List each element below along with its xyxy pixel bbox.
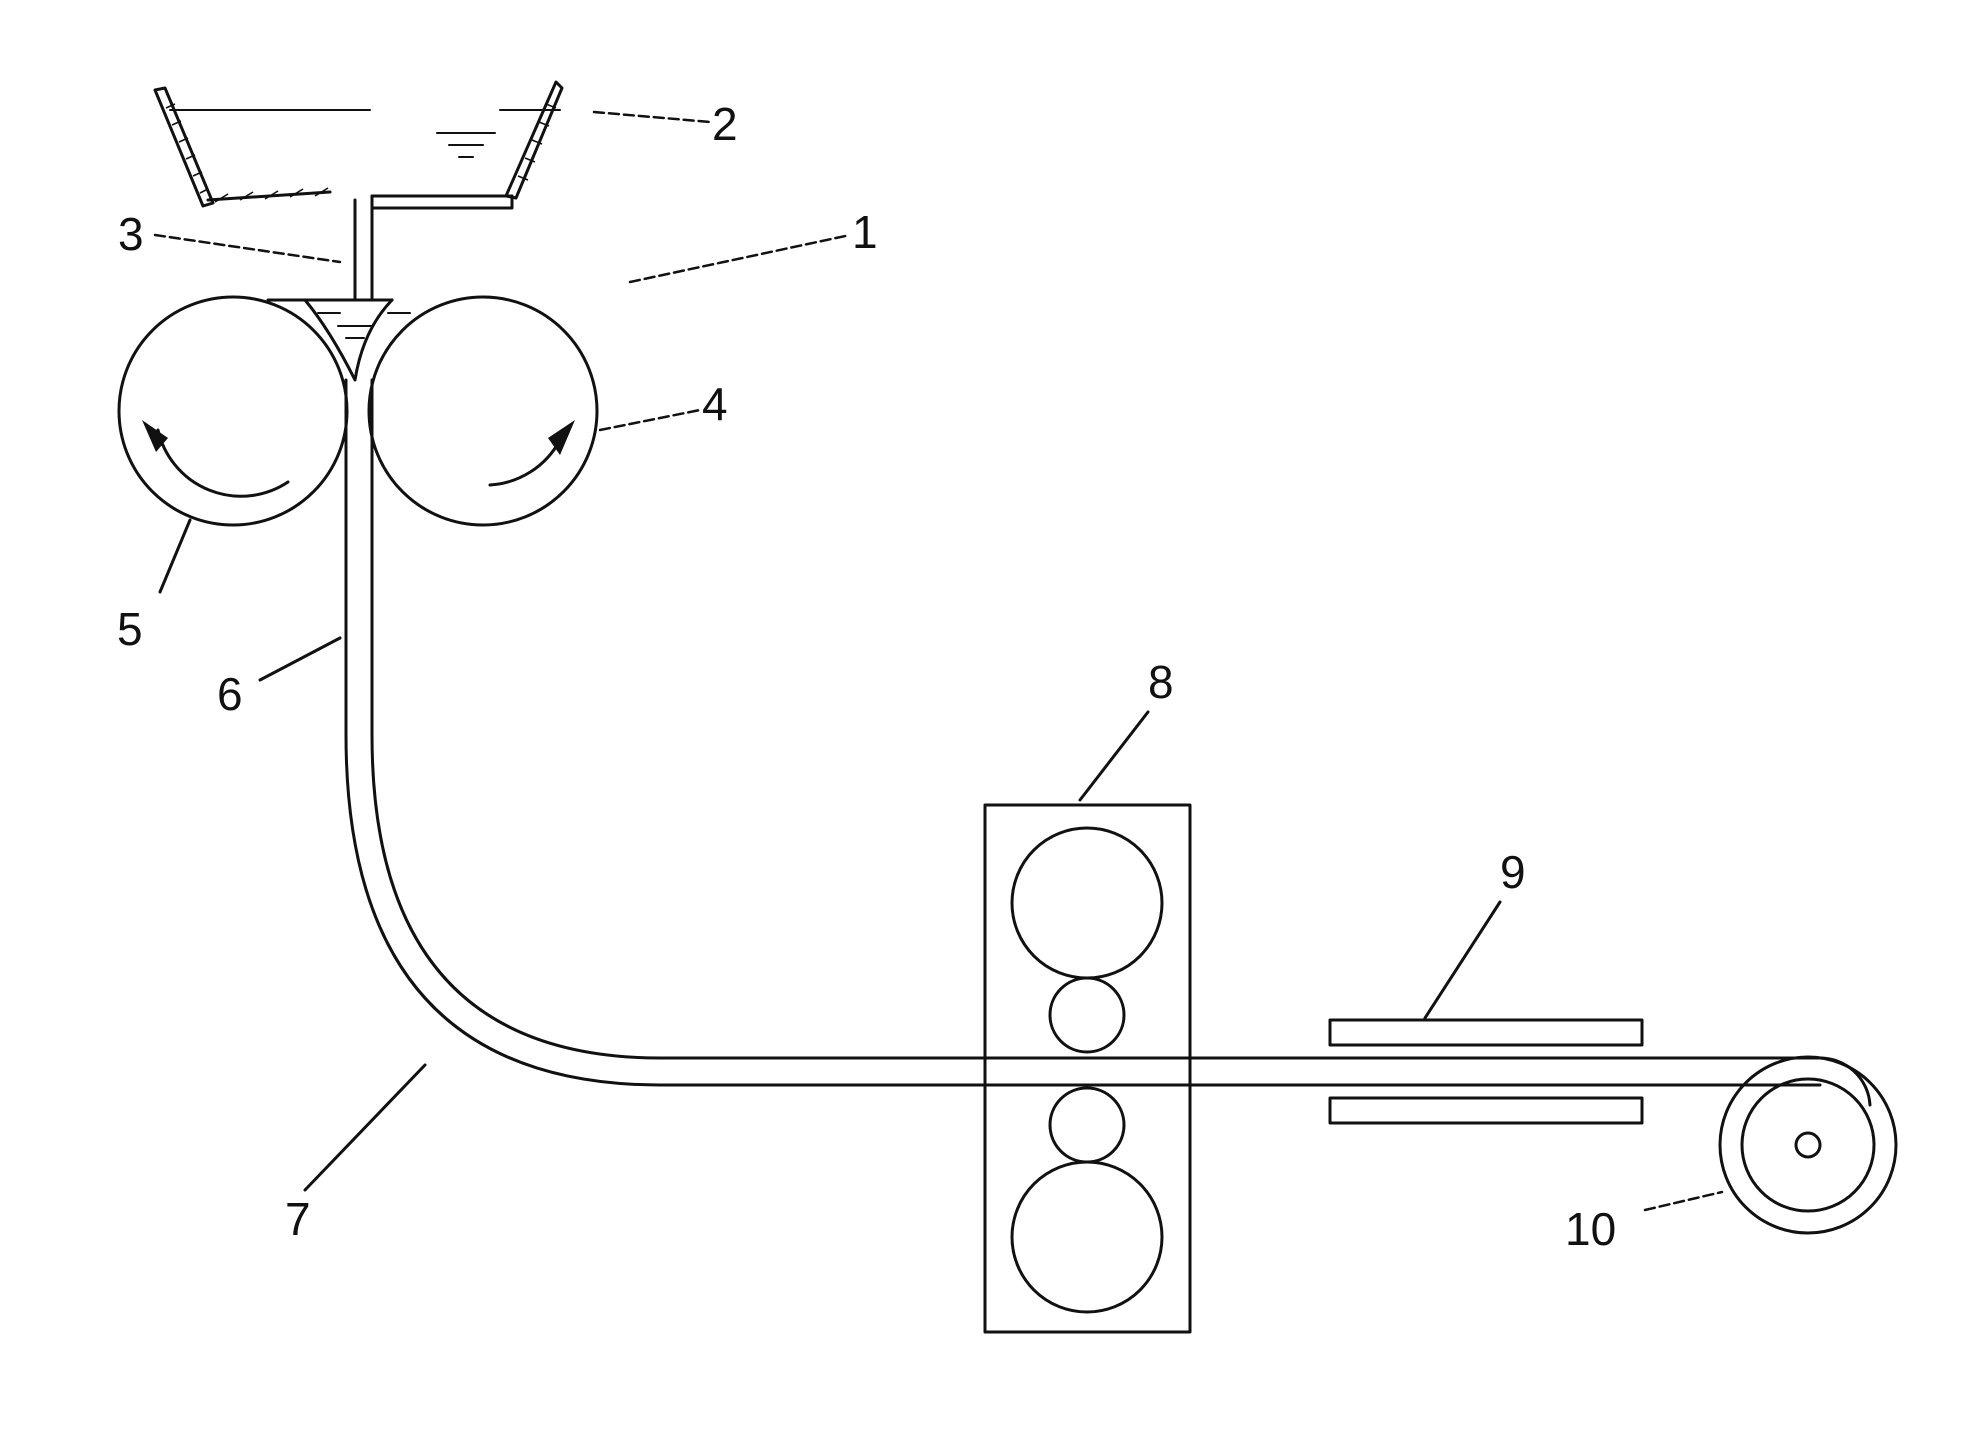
label-10: 10 [1565,1203,1616,1255]
label-8: 8 [1148,656,1174,708]
tundish [155,82,562,208]
label-4: 4 [702,378,728,430]
coiler [1720,1057,1896,1233]
label-3: 3 [118,208,144,260]
casting-roll-right [369,297,597,525]
label-9: 9 [1500,846,1526,898]
label-5: 5 [117,603,143,655]
label-7: 7 [285,1193,311,1245]
cooling-unit [1330,1020,1642,1123]
nozzle [355,200,372,300]
casting-roll-left [119,297,347,525]
rolling-mill-stand [985,805,1190,1332]
cast-strip [346,380,1870,1105]
label-6: 6 [217,668,243,720]
label-1: 1 [852,206,878,258]
label-2: 2 [712,98,738,150]
